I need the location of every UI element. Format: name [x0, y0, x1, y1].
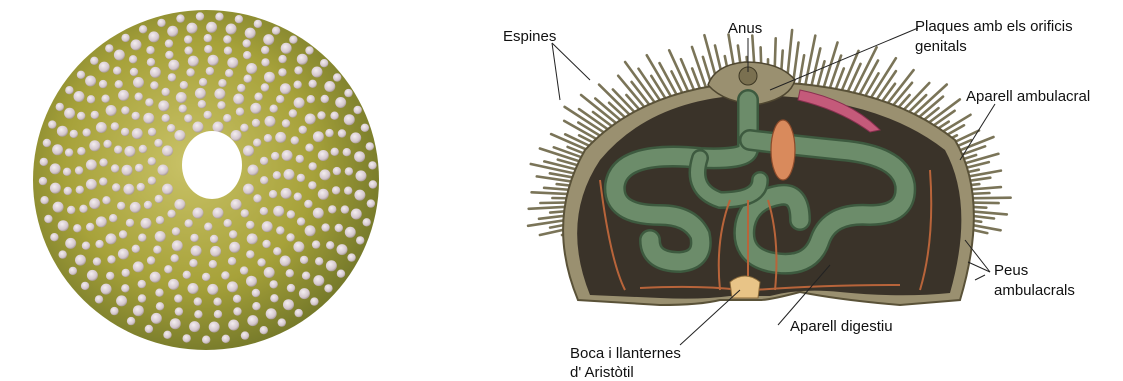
label-plaques-2: genitals: [915, 38, 967, 55]
spine: [818, 61, 825, 85]
label-espines: Espines: [503, 28, 556, 45]
label-peus-2: ambulacrals: [994, 282, 1075, 299]
spine: [864, 73, 878, 97]
label-aparell-digestiu: Aparell digestiu: [790, 318, 893, 335]
label-plaques-1: Plaques amb els orificis: [915, 18, 1073, 35]
label-boca-2: d' Aristòtil: [570, 364, 634, 381]
spine: [848, 64, 861, 92]
spine: [885, 70, 913, 106]
label-aparell-ambulacral: Aparell ambulacral: [966, 88, 1090, 105]
label-peus-1: Peus: [994, 262, 1028, 279]
spine: [681, 59, 694, 90]
spine: [793, 43, 798, 83]
spine: [799, 55, 804, 83]
spine: [651, 76, 666, 100]
spine: [692, 47, 706, 88]
label-anus: Anus: [728, 20, 762, 37]
gonad: [771, 120, 795, 180]
label-boca-1: Boca i llanternes: [570, 345, 681, 362]
